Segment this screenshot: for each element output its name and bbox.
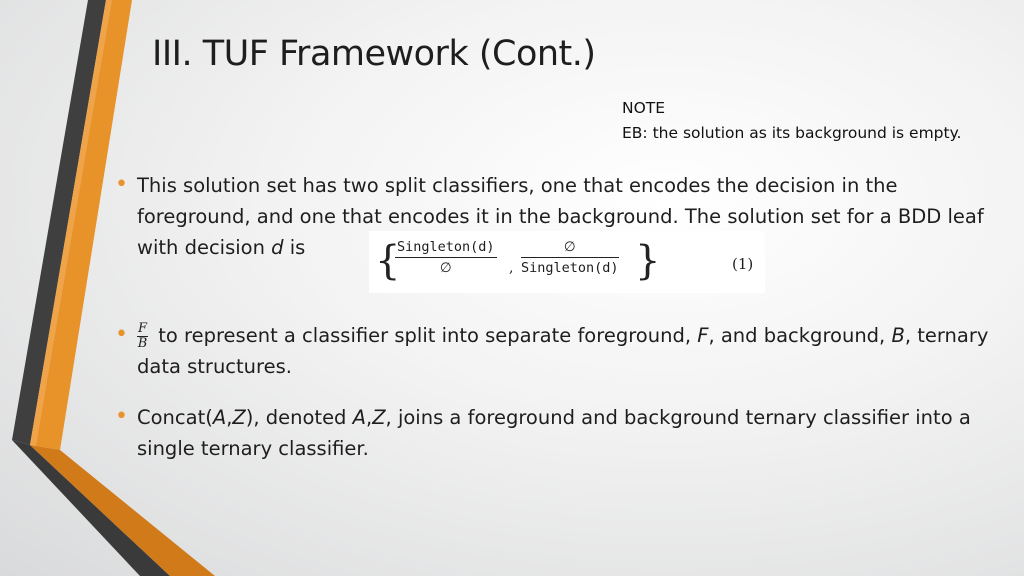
frac1-numerator: Singleton(d) — [395, 237, 497, 258]
bullet-1-tail: is — [283, 236, 306, 259]
bullet-3-text-5: , joins a foreground and background tern… — [137, 406, 971, 460]
fraction-numerator: F — [137, 321, 149, 337]
equation-fraction-1: Singleton(d) ∅ — [395, 237, 497, 278]
frac2-numerator: ∅ — [521, 237, 619, 258]
equation-comma: , — [509, 260, 514, 276]
bullet-3-var-z: Z — [232, 406, 246, 429]
bullet-2-text-3: , ternary data structures. — [137, 324, 989, 378]
equation-number: (1) — [732, 255, 754, 273]
bullet-concat: Concat(A,Z), denoted A,Z, joins a foregr… — [115, 401, 1007, 464]
right-brace: } — [635, 238, 661, 284]
bullet-3-text-1: Concat( — [137, 406, 213, 429]
frac1-denominator: ∅ — [439, 260, 452, 276]
bullet-3-var-z2: Z — [372, 406, 386, 429]
bullet-3-text-4: , — [365, 406, 373, 429]
bullet-2-text-1: to represent a classifier split into sep… — [152, 324, 698, 347]
bullet-2-var-b: B — [891, 324, 905, 347]
bullet-3-text-2: , — [226, 406, 233, 429]
note-text: EB: the solution as its background is em… — [622, 124, 962, 142]
bullet-3-text-3: ), denoted — [245, 406, 353, 429]
fraction-f-over-b: F B — [137, 321, 149, 351]
note-heading: NOTE — [622, 99, 666, 117]
equation-fraction-2: ∅ Singleton(d) — [521, 237, 619, 278]
equation-image: { Singleton(d) ∅ , ∅ Singleton(d) } (1) — [369, 231, 765, 293]
bullet-3-var-a2: A — [352, 406, 366, 429]
left-brace: { — [375, 238, 401, 284]
bullet-2-text-2: , and background, — [708, 324, 892, 347]
fraction-denominator: B — [137, 336, 148, 351]
slide-title: III. TUF Framework (Cont.) — [152, 34, 596, 74]
note-box: NOTE EB: the solution as its background … — [622, 96, 962, 146]
bullet-solution-set: This solution set has two split classifi… — [115, 169, 1007, 320]
bullet-1-var: d — [271, 236, 284, 259]
bullet-list: This solution set has two split classifi… — [115, 169, 1007, 464]
bullet-1-text: This solution set has two split classifi… — [137, 174, 984, 259]
frac2-denominator: Singleton(d) — [521, 260, 619, 276]
bullet-split-classifier: F B to represent a classifier split into… — [115, 319, 1007, 402]
bullet-3-var-a: A — [212, 406, 227, 429]
bullet-2-var-f: F — [697, 324, 709, 347]
